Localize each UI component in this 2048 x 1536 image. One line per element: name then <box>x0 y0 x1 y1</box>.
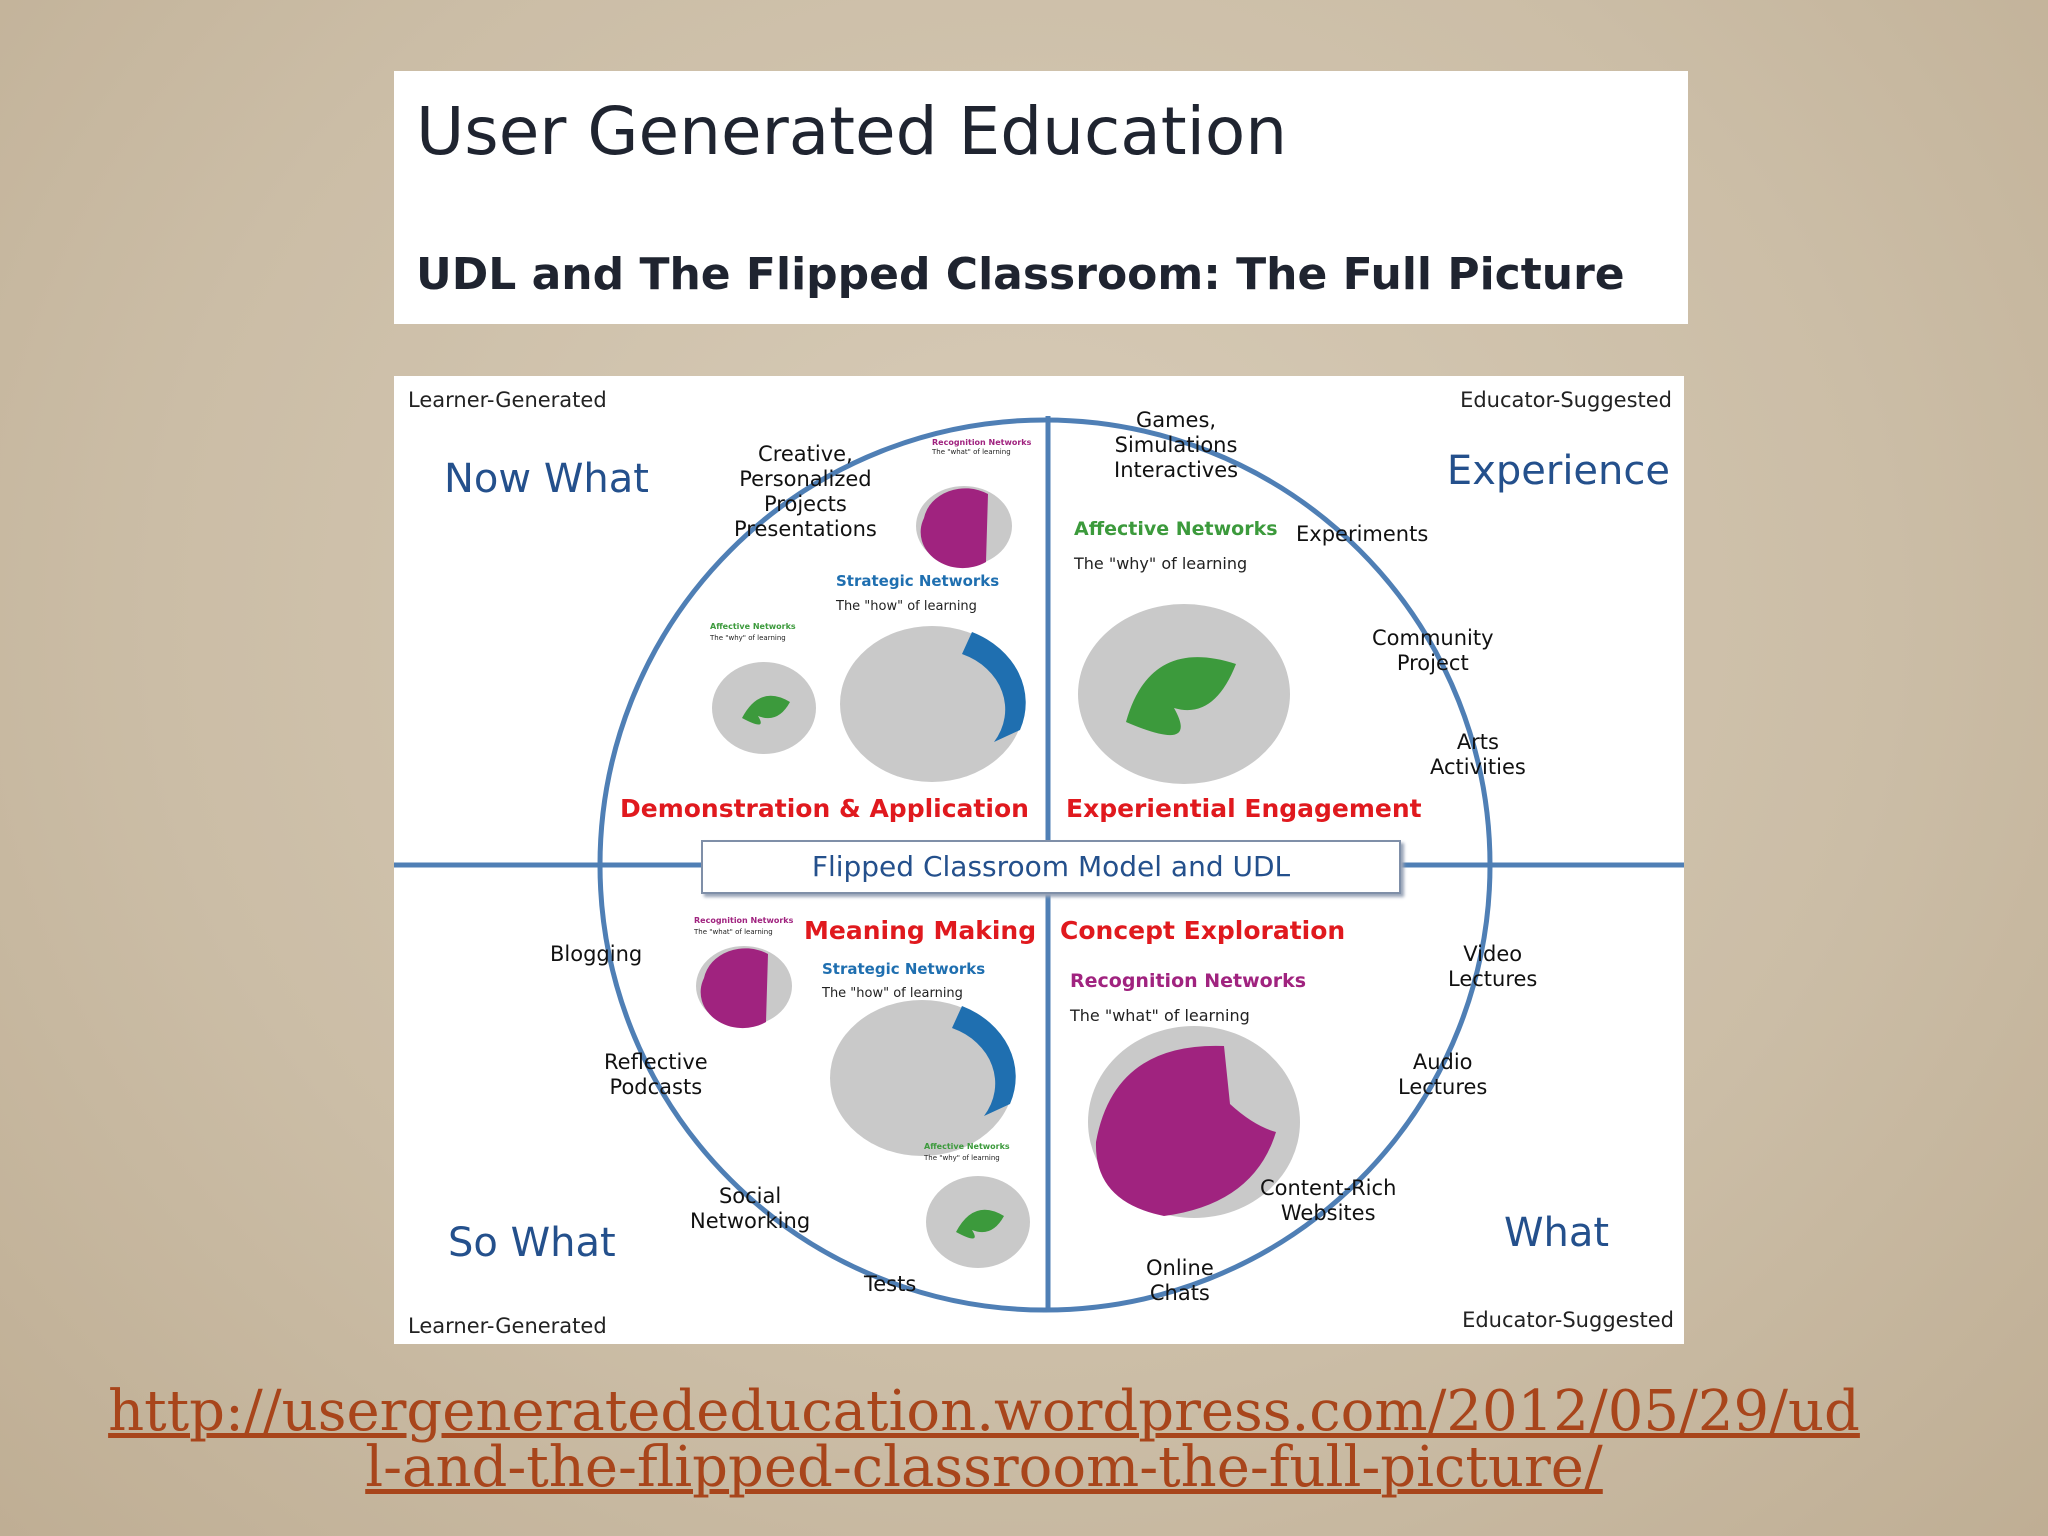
activity-online-chats: Online Chats <box>1146 1256 1214 1305</box>
diagram-graphics <box>394 416 1684 1313</box>
brain-icon-affective-small-bottom <box>926 1176 1030 1268</box>
source-link-line-2[interactable]: l-and-the-flipped-classroom-the-full-pic… <box>365 1435 1603 1500</box>
center-label-box: Flipped Classroom Model and UDL <box>701 840 1401 894</box>
network-label-recognition-small-top: Recognition Networks <box>932 438 1032 447</box>
brain-icon-recognition-small-top <box>916 486 1012 569</box>
source-link-line-1[interactable]: http://usergeneratededucation.wordpress.… <box>108 1379 1860 1444</box>
phase-label-meaning: Meaning Making <box>804 916 1037 945</box>
activity-social-networking: Social Networking <box>690 1184 811 1233</box>
activity-audio-lectures: Audio Lectures <box>1398 1050 1488 1099</box>
activity-community-project: Community Project <box>1372 626 1494 675</box>
corner-label-bottom-right: Educator-Suggested <box>1462 1308 1674 1332</box>
activity-games: Games, Simulations Interactives <box>1114 408 1239 482</box>
network-desc-recognition-bottom: The "what" of learning <box>1070 1006 1250 1025</box>
network-desc-affective-small-top: The "why" of learning <box>710 634 786 642</box>
source-link[interactable]: http://usergeneratededucation.wordpress.… <box>84 1384 1884 1496</box>
brain-icon-strategic-large-bottom <box>830 1000 1016 1156</box>
brain-icon-affective-large-top <box>1078 604 1290 784</box>
quadrant-label-so-what: So What <box>448 1220 616 1266</box>
activity-creative-projects: Creative, Personalized Projects Presenta… <box>734 442 877 541</box>
activity-experiments: Experiments <box>1296 522 1429 546</box>
network-desc-recognition-small-top: The "what" of learning <box>932 448 1011 456</box>
network-desc-strategic-bottom: The "how" of learning <box>822 986 963 1001</box>
activity-tests: Tests <box>864 1272 917 1296</box>
activity-content-rich-websites: Content-Rich Websites <box>1260 1176 1397 1225</box>
phase-label-demonstration: Demonstration & Application <box>620 794 1029 823</box>
phase-label-experiential: Experiential Engagement <box>1066 794 1422 823</box>
brain-icon-strategic-large-top <box>840 626 1026 782</box>
corner-label-bottom-left: Learner-Generated <box>408 1314 607 1338</box>
flipped-classroom-udl-diagram: Learner-Generated Educator-Suggested Lea… <box>394 376 1684 1344</box>
phase-label-concept: Concept Exploration <box>1060 916 1346 945</box>
activity-blogging: Blogging <box>550 942 643 966</box>
activity-video-lectures: Video Lectures <box>1448 942 1538 991</box>
network-label-affective-top: Affective Networks <box>1074 518 1278 540</box>
site-title: User Generated Education <box>416 93 1288 170</box>
post-title: UDL and The Flipped Classroom: The Full … <box>416 249 1625 300</box>
quadrant-label-now-what: Now What <box>444 456 649 502</box>
network-label-recognition-bottom: Recognition Networks <box>1070 970 1307 992</box>
network-desc-strategic-top: The "how" of learning <box>836 599 977 614</box>
corner-label-top-right: Educator-Suggested <box>1460 388 1672 412</box>
corner-label-top-left: Learner-Generated <box>408 388 607 412</box>
brain-icon-affective-small-top <box>712 662 816 754</box>
network-desc-recognition-small-bottom: The "what" of learning <box>694 928 773 936</box>
network-label-strategic-top: Strategic Networks <box>836 572 1000 590</box>
cycle-circle <box>597 417 1493 1313</box>
network-label-strategic-bottom: Strategic Networks <box>822 960 986 978</box>
blog-header: User Generated Education UDL and The Fli… <box>394 71 1688 324</box>
network-label-affective-small-bottom: Affective Networks <box>924 1142 1010 1151</box>
network-label-affective-small-top: Affective Networks <box>710 622 796 631</box>
network-desc-affective-top: The "why" of learning <box>1074 554 1248 573</box>
network-desc-affective-small-bottom: The "why" of learning <box>924 1154 1000 1162</box>
quadrant-label-what: What <box>1504 1210 1610 1256</box>
activity-reflective-podcasts: Reflective Podcasts <box>604 1050 708 1099</box>
network-label-recognition-small-bottom: Recognition Networks <box>694 916 794 925</box>
brain-icon-recognition-large-bottom <box>1088 1026 1300 1218</box>
activity-arts: Arts Activities <box>1430 730 1526 779</box>
brain-icon-recognition-small-bottom <box>696 946 792 1029</box>
quadrant-label-experience: Experience <box>1446 448 1670 494</box>
